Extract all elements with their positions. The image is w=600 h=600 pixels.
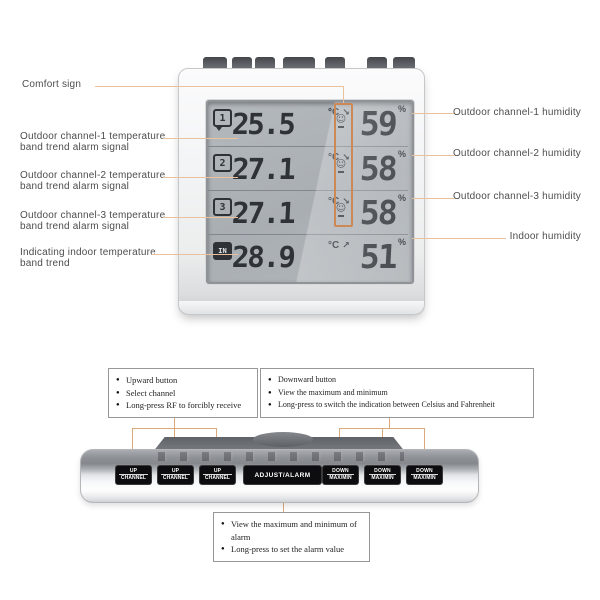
percent-sign: % [397,237,406,247]
top-button-tab [203,57,227,69]
percent-sign: % [397,104,406,114]
top-button-tab [325,57,345,69]
leader-line-channel-3 [163,217,238,218]
trend-arrow-icon: ↘ [342,153,350,163]
callout-item: View the maximum and minimum [268,387,526,400]
callout-item: Long-press to switch the indication betw… [268,399,526,412]
bracket-left-drop [132,428,133,466]
trend-arrow-icon: ↗ [342,241,350,251]
leader-line-indoor-temp [152,254,238,255]
indoor-badge: IN [213,242,232,260]
comfort-icon: ☺ [334,160,348,173]
bracket-left-stem [174,416,175,428]
label-channel-3-humidity: Outdoor channel-3 humidity [452,191,581,202]
leader-line-channel-1 [163,138,238,139]
label-channel-2-humidity: Outdoor channel-2 humidity [452,148,581,159]
leader-line-humidity-3 [412,198,454,199]
trend-arrow-icon: ↘ [342,197,350,207]
humidity-value: 58 [359,149,398,188]
bracket-right-drop [424,428,425,466]
callout-item: Upward button [116,374,250,387]
leader-line-indoor-humidity [412,238,506,239]
humidity-value: 59 [359,104,398,143]
channel-3-badge: 3 [213,198,232,216]
comfort-sign-highlight-box [334,103,353,227]
comfort-icon: ☺ [334,115,348,128]
temperature-unit: °C↘ [328,152,350,163]
down-button-callout-box: Downward button View the maximum and min… [260,368,534,418]
temperature-value: 25.5 [231,107,295,141]
comfort-icon: ☺ [334,204,348,217]
callout-item: Long-press RF to forcibly receive [116,399,250,412]
callout-item: Select channel [116,387,250,400]
callout-item: View the maximum and minimum of alarm [221,518,362,543]
lcd-display: 1 25.5 °C↘ ☺ 59 % 2 27.1 °C↘ ☺ 58 % 3 27… [206,100,414,284]
leader-line-channel-2 [163,177,238,178]
callout-item: Long-press to set the alarm value [221,543,362,556]
leader-line-humidity-2 [412,155,454,156]
device-back-bump [253,432,313,447]
leader-line-humidity-1 [412,113,454,114]
humidity-value: 51 [359,237,398,276]
up-button-callout-box: Upward button Select channel Long-press … [108,368,258,418]
lcd-row-channel-2: 2 27.1 °C↘ ☺ 58 % [208,146,408,191]
percent-sign: % [397,193,406,203]
temperature-value: 27.1 [231,196,295,230]
top-button-tab [367,57,387,69]
temperature-unit: °C↘ [328,196,350,207]
temperature-value: 27.1 [231,152,295,186]
channel-1-badge: 1 [213,109,232,127]
lcd-row-channel-3: 3 27.1 °C↘ ☺ 58 % [208,190,408,235]
adjust-button-callout-box: View the maximum and minimum of alarm Lo… [213,512,370,562]
adjust-alarm-button: ADJUST/ALARM [243,465,322,485]
lcd-row-channel-1: 1 25.5 °C↘ ☺ 59 % [208,102,408,146]
label-indoor-humidity: Indoor humidity [509,231,581,242]
leader-line-comfort [95,86,343,87]
trend-arrow-icon: ↘ [342,108,350,118]
top-button-tab [393,57,415,69]
temperature-unit: °C↘ [328,107,350,118]
top-button-tab [283,57,315,69]
signal-arrow-icon [216,127,222,131]
callout-item: Downward button [268,374,526,387]
label-comfort-sign: Comfort sign [22,79,82,90]
temperature-value: 28.9 [231,240,295,274]
humidity-value: 58 [359,193,398,232]
lcd-row-indoor: IN 28.9 °C↗ 51 % [208,234,408,279]
label-channel-1-humidity: Outdoor channel-1 humidity [452,107,581,118]
temperature-unit: °C↗ [328,240,350,251]
device-base-strip [179,300,424,314]
percent-sign: % [397,149,406,159]
leader-line-comfort-drop [343,86,344,103]
bracket-right-stem [389,416,390,428]
channel-2-badge: 2 [213,154,232,172]
top-button-tab [232,57,252,69]
top-button-tab [255,57,275,69]
device-ridges [158,452,404,461]
